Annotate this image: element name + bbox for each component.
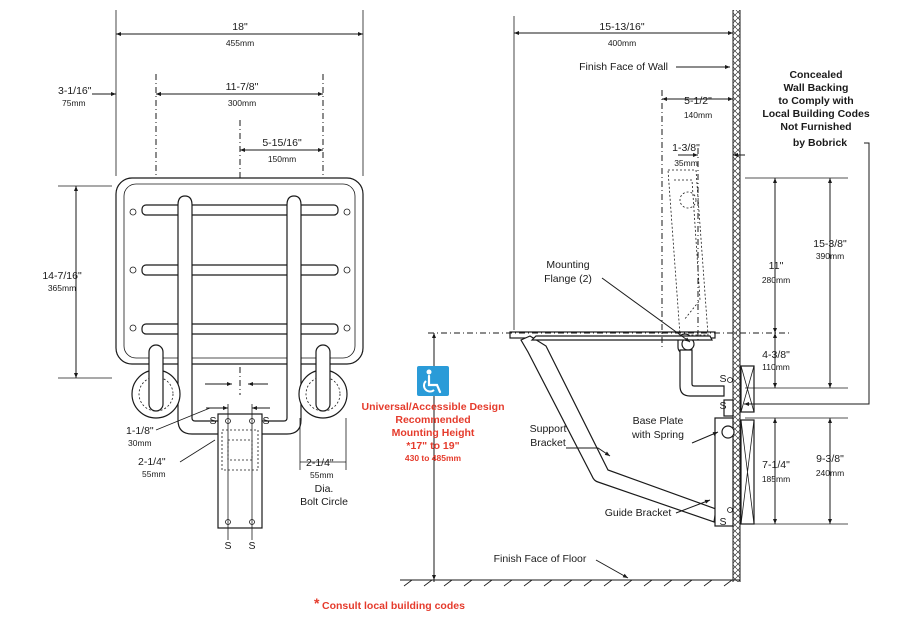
s-label: S — [224, 540, 231, 552]
dim-label-mm: 110mm — [762, 362, 790, 372]
bolt-circle-label: Bolt Circle — [300, 496, 348, 508]
base-plate-label: with Spring — [631, 429, 684, 441]
front-view — [58, 10, 364, 540]
support-frame-tube — [177, 195, 302, 435]
support-bracket-label: Bracket — [530, 437, 566, 449]
dim-label: 2-1/4" — [138, 456, 166, 468]
concealed-label: to Comply with — [778, 95, 853, 107]
guide-bracket-label: Guide Bracket — [605, 507, 672, 519]
universal-note: Recommended — [395, 414, 470, 426]
s-label: S — [209, 415, 216, 427]
concealed-label: Concealed — [789, 69, 842, 81]
concealed-label: by Bobrick — [793, 137, 847, 149]
universal-note: Mounting Height — [392, 427, 475, 439]
dim-label-mm: 400mm — [608, 38, 636, 48]
dim-label: 9-3/8" — [816, 453, 844, 465]
consult-note: Consult local building codes — [322, 600, 465, 612]
dim-label: 11" — [769, 260, 784, 272]
dim-label: 18" — [232, 21, 248, 33]
finish-wall-label: Finish Face of Wall — [579, 61, 668, 73]
s-label: S — [719, 400, 726, 412]
dim-label: 3-1/16" — [58, 85, 92, 97]
seat-slat — [141, 204, 339, 216]
side-view — [400, 10, 870, 587]
dim-label-mm: 365mm — [48, 283, 76, 293]
dim-label: 15-13/16" — [599, 21, 644, 33]
dim-label-mm: 35mm — [674, 158, 698, 168]
support-bracket — [520, 335, 717, 523]
concealed-label: Local Building Codes — [762, 108, 869, 120]
universal-note: 430 to 485mm — [405, 453, 462, 463]
dim-label: 15-3/8" — [813, 238, 847, 250]
dim-label-mm: 140mm — [684, 110, 712, 120]
s-label: S — [262, 415, 269, 427]
dim-label-mm: 150mm — [268, 154, 296, 164]
s-label: S — [248, 540, 255, 552]
base-plate-front — [217, 413, 263, 529]
mounting-flange-label: Mounting — [546, 259, 589, 271]
concealed-label: Wall Backing — [784, 82, 849, 94]
dim-label: 11-7/8" — [226, 81, 259, 93]
dim-label: 1-1/8" — [126, 425, 154, 437]
dia-label: Dia. — [315, 483, 334, 495]
dim-label: 7-1/4" — [762, 459, 790, 471]
dim-label-mm: 75mm — [62, 98, 86, 108]
seat-slat — [141, 264, 339, 276]
dim-label: 1-3/8" — [672, 142, 700, 154]
base-plate-side — [714, 417, 734, 527]
s-label: S — [719, 516, 726, 528]
dim-label-mm: 455mm — [226, 38, 254, 48]
concealed-label: Not Furnished — [780, 121, 851, 133]
dim-label-mm: 390mm — [816, 251, 844, 261]
mounting-flange-label: Flange (2) — [544, 273, 592, 285]
dim-label-mm: 300mm — [228, 98, 256, 108]
seat-slat — [141, 323, 339, 335]
universal-note: Universal/Accessible Design — [362, 401, 505, 413]
universal-note: *17" to 19" — [406, 440, 459, 452]
dim-label-mm: 240mm — [816, 468, 844, 478]
dim-label: 5-1/2" — [684, 95, 712, 107]
dim-label: 4-3/8" — [762, 349, 790, 361]
s-label: S — [719, 373, 726, 385]
dim-label-mm: 185mm — [762, 474, 790, 484]
support-bracket-label: Support — [530, 423, 567, 435]
dim-label: 5-15/16" — [262, 137, 302, 149]
wheelchair-icon — [417, 366, 449, 396]
finish-floor-label: Finish Face of Floor — [494, 553, 587, 565]
consult-star: * — [314, 595, 320, 611]
dim-label-mm: 55mm — [142, 469, 166, 479]
dim-label-mm: 30mm — [128, 438, 152, 448]
dim-label-mm: 280mm — [762, 275, 790, 285]
base-plate-label: Base Plate — [633, 415, 684, 427]
dim-label-mm: 55mm — [310, 470, 334, 480]
dim-label: 2-1/4" — [306, 457, 334, 469]
dim-label: 14-7/16" — [42, 270, 82, 282]
